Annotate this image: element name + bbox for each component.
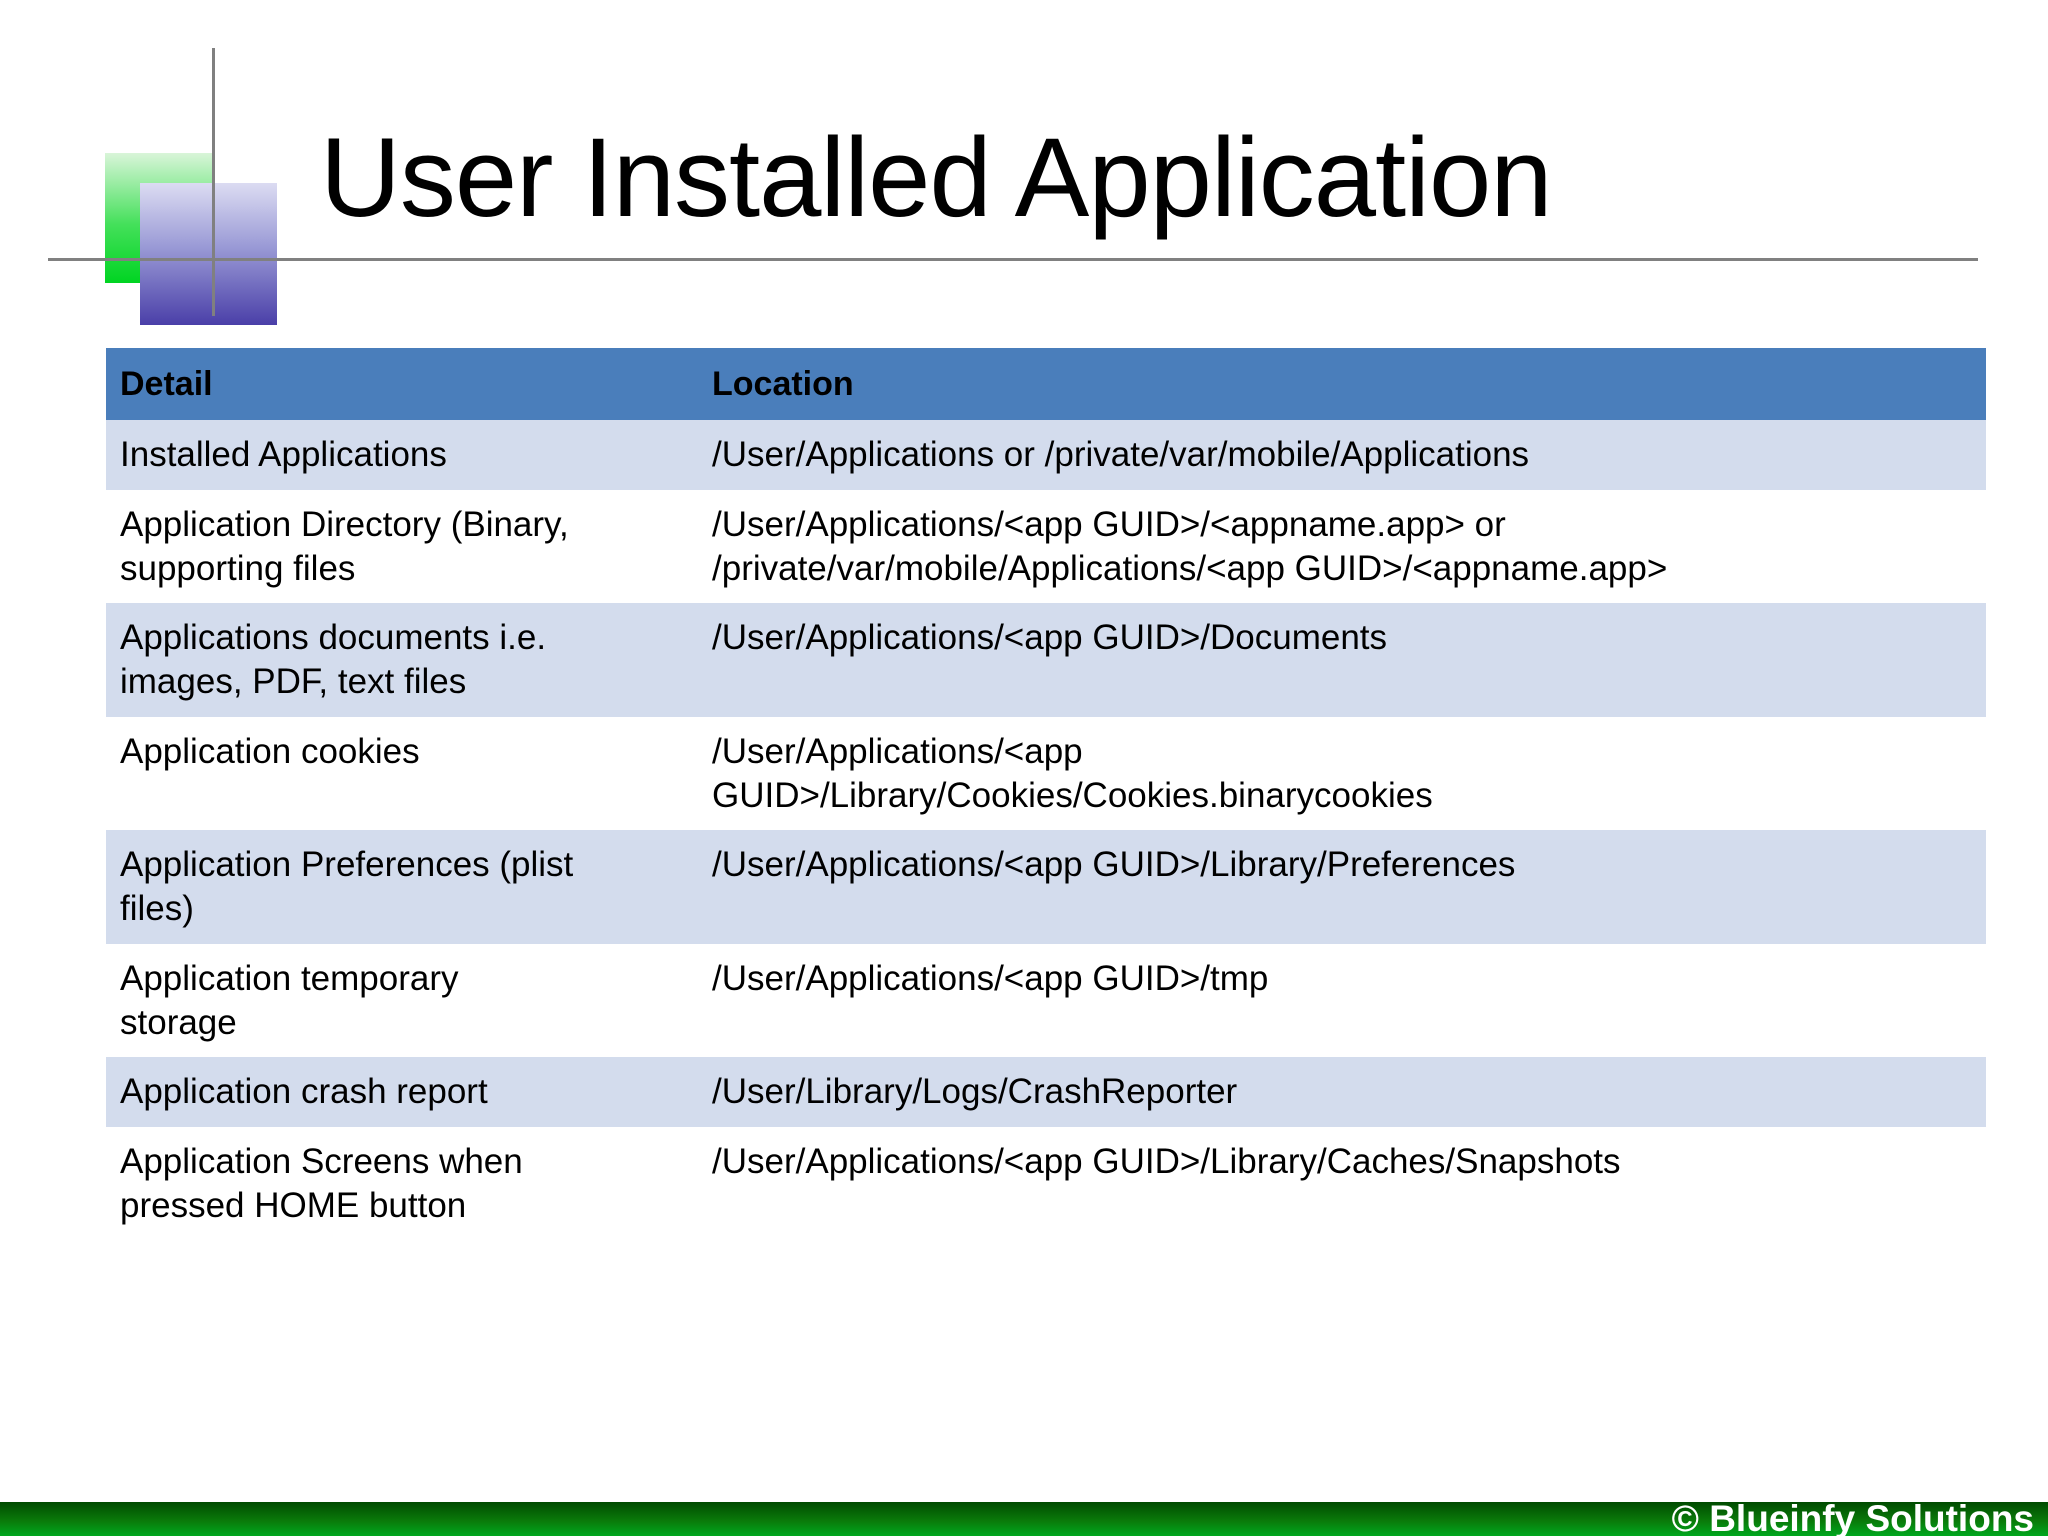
table-header-row: Detail Location [106,348,1986,420]
cell-location: /User/Applications/<app GUID>/tmp [698,943,1986,1058]
cell-location-line: GUID>/Library/Cookies/Cookies.binarycook… [712,775,1433,815]
cell-location-line: /User/Applications/<app GUID>/Library/Ca… [712,1142,1621,1181]
title-underline-rule [48,258,1978,261]
table-row: Installed Applications/User/Applications… [106,420,1986,490]
cell-detail-line: files) [120,889,194,928]
cell-location: /User/Applications/<app GUID>/<appname.a… [698,489,1986,604]
cell-detail: Application cookies [106,716,698,831]
logo-blue-square-icon [140,183,277,325]
table-row: Application cookies/User/Applications/<a… [106,716,1986,831]
cell-detail: Application crash report [106,1057,698,1127]
cell-detail-line: Applications documents i.e. [120,618,547,658]
column-header-location: Location [698,348,1986,420]
cell-detail-line: Application Screens when [120,1142,523,1181]
cell-detail-line: Application crash report [120,1072,488,1112]
application-paths-table: Detail Location Installed Applications/U… [106,348,1986,1241]
cell-location-line: /User/Library/Logs/CrashReporter [712,1072,1238,1112]
cell-detail: Application Preferences (plist files) [106,830,698,944]
cell-location-line: /User/Applications or /private/var/mobil… [712,435,1530,474]
cell-location: /User/Applications/<app GUID>/Documents [698,603,1986,717]
cell-detail: Application Directory (Binary,supporting… [106,489,698,604]
table-row: Application Preferences (plist files) /Use… [106,830,1986,944]
cell-location-line: /User/Applications/<app GUID>/tmp [712,958,1269,998]
table-row: Application Screens when pressed HOME but… [106,1127,1986,1241]
cell-detail-line: Application Preferences (plist [120,845,574,885]
slide-header: User Installed Application [0,0,2048,330]
cell-detail: Applications documents i.e. images, PDF, … [106,603,698,717]
column-header-detail: Detail [106,348,698,420]
cell-detail: Application Screens when pressed HOME but… [106,1127,698,1241]
cell-location: /User/Applications or /private/var/mobil… [698,420,1986,490]
cell-location-line: /User/Applications/<app [712,731,1083,771]
cell-detail-line: Installed Applications [120,435,447,474]
cell-location-line: /User/Applications/<app GUID>/<appname.a… [712,504,1506,544]
cell-detail-line: Application Directory (Binary, [120,504,569,544]
cell-detail-line: storage [120,1002,237,1042]
cell-detail-line: images, PDF, text files [120,662,467,701]
cell-location-line: /private/var/mobile/Applications/<app GU… [712,548,1668,588]
logo-vertical-line [212,48,215,316]
table-body: Installed Applications/User/Applications… [106,420,1986,1241]
cell-detail: Installed Applications [106,420,698,490]
table-row: Application crash report/User/Library/Lo… [106,1057,1986,1127]
cell-detail-line: Application cookies [120,731,420,771]
cell-location: /User/Library/Logs/CrashReporter [698,1057,1986,1127]
cell-detail-line: supporting files [120,548,356,588]
cell-location-line: /User/Applications/<app GUID>/Documents [712,618,1388,658]
slide-footer-bar: © Blueinfy Solutions [0,1498,2048,1539]
table-row: Application Directory (Binary,supporting… [106,489,1986,604]
table-row: Applications documents i.e. images, PDF, … [106,603,1986,717]
cell-detail-line: pressed HOME button [120,1185,467,1225]
cell-location: /User/Applications/<app GUID>/Library/Ca… [698,1127,1986,1241]
cell-detail-line: Application temporary [120,958,459,998]
footer-copyright: © Blueinfy Solutions [1671,1498,2034,1539]
page-title: User Installed Application [320,115,1553,240]
cell-location: /User/Applications/<app GUID>/Library/Pr… [698,830,1986,944]
cell-location-line: /User/Applications/<app GUID>/Library/Pr… [712,845,1516,885]
